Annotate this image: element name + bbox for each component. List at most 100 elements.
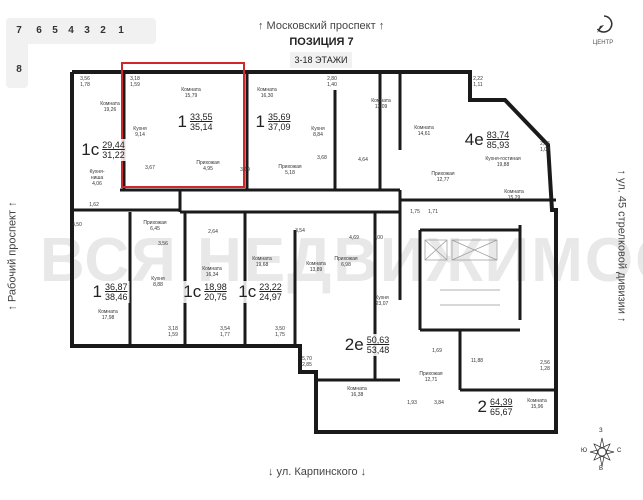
apartment-type: 1с	[81, 140, 100, 159]
living-area: 29,44	[102, 140, 125, 150]
room-label: Прихожая 12,77	[431, 171, 455, 183]
room-label: Прихожая 6,98	[334, 256, 358, 268]
compass-s: В	[599, 466, 604, 472]
total-area: 35,14	[189, 122, 213, 132]
room-label: Комната 14,61	[414, 125, 434, 137]
room-label: Комната 17,98	[98, 309, 118, 321]
apartment-type: 1	[92, 282, 102, 301]
room-label: 3,54	[295, 228, 305, 234]
floor-7[interactable]: 7	[16, 25, 22, 36]
room-label: 3,69	[240, 167, 250, 173]
selected-apartment-outline	[121, 62, 245, 188]
rotate-icon	[596, 15, 613, 33]
room-label: 1,69	[432, 348, 442, 354]
compass-n: З	[599, 428, 603, 434]
floor-8[interactable]: 8	[16, 64, 22, 75]
total-area: 20,75	[204, 292, 227, 302]
room-label: Кухня 8,88	[151, 276, 165, 288]
page-title: ПОЗИЦИЯ 7	[289, 36, 354, 48]
room-label: 3,68	[317, 155, 327, 161]
room-label: Комната 19,68	[252, 256, 272, 268]
total-area: 24,97	[259, 292, 282, 302]
room-label: 3,56 1,78	[80, 76, 90, 88]
room-label: 2,56 1,28	[540, 360, 550, 372]
room-label: 3,50 1,75	[275, 326, 285, 338]
room-label: Прихожая 12,71	[419, 371, 443, 383]
floor-3[interactable]: 3	[84, 25, 90, 36]
watermark: ВСЯ НЕДВИЖИМОСТЬ	[40, 226, 643, 295]
living-area: 50,63	[366, 335, 390, 345]
living-area: 83,74	[486, 130, 510, 140]
floor-row-bg	[6, 18, 156, 44]
living-area: 35,69	[267, 112, 291, 122]
living-area: 23,22	[259, 282, 282, 292]
room-label: Кухня-гостиная 19,88	[485, 156, 521, 168]
compass-e: С	[617, 448, 622, 454]
room-label: 2,00	[373, 235, 383, 241]
center-button[interactable]	[594, 14, 614, 36]
compass: З В Ю С	[581, 428, 622, 472]
floor-col-bg	[6, 18, 28, 88]
floor-4[interactable]: 4	[68, 25, 74, 36]
room-label: Прихожая 4,95	[196, 160, 220, 172]
room-label: 3,18 1,59	[168, 326, 178, 338]
room-label: Комната 13,89	[306, 261, 326, 273]
room-label: Комната 15,96	[527, 398, 547, 410]
room-label: Прихожая 5,18	[278, 164, 302, 176]
room-label: 2,16 1,08	[540, 141, 550, 153]
room-label: 5,70 2,85	[302, 356, 312, 368]
apartment-type: 1	[255, 112, 265, 131]
room-label: 1,62	[89, 202, 99, 208]
room-label: 2,22 1,11	[473, 76, 483, 88]
room-label: 1,75	[410, 209, 420, 215]
room-label: Комната 15,79	[181, 87, 201, 99]
center-label: ЦЕНТР	[592, 40, 614, 46]
room-label: Комната 13,09	[371, 98, 391, 110]
compass-w: Ю	[581, 448, 588, 454]
room-label: Комната 16,34	[202, 266, 222, 278]
room-label: Прихожая 6,45	[143, 220, 167, 232]
floor-6[interactable]: 6	[36, 25, 42, 36]
room-label: 3,84	[434, 400, 444, 406]
living-area: 64,39	[489, 397, 513, 407]
room-label: Комната 16,30	[257, 87, 277, 99]
room-label: 3,67	[145, 165, 155, 171]
room-label: Комната 15,29	[504, 189, 524, 201]
apartment-type: 4е	[464, 130, 484, 149]
room-label: Кухня 23,07	[375, 295, 389, 307]
compass-rose-icon	[589, 437, 615, 467]
street-top: ↑ Московский проспект ↑	[258, 20, 385, 32]
apartment-type: 1	[177, 112, 187, 131]
total-area: 65,67	[489, 407, 513, 417]
room-label: 4,64	[358, 157, 368, 163]
floor-2[interactable]: 2	[100, 25, 106, 36]
apartment-type: 1с	[238, 282, 257, 301]
total-area: 37,09	[267, 122, 291, 132]
room-label: Комната 19,26	[100, 101, 120, 113]
room-label: Кухня- ниша 4,06	[89, 169, 105, 187]
room-label: Комната 16,38	[347, 386, 367, 398]
floor-5[interactable]: 5	[52, 25, 58, 36]
room-label: 11,88	[470, 358, 484, 364]
room-label: 1,93	[407, 400, 417, 406]
street-bottom: ↓ ул. Карпинского ↓	[268, 466, 367, 478]
room-label: 4,69	[349, 235, 359, 241]
living-area: 18,98	[204, 282, 227, 292]
total-area: 53,48	[366, 345, 390, 355]
room-label: 3,18 1,59	[130, 76, 140, 88]
room-label: 4,50	[72, 222, 82, 228]
room-label: Кухня 9,14	[133, 126, 147, 138]
apartment-type: 2е	[344, 335, 364, 354]
room-label: 3,56	[158, 241, 168, 247]
floor-1[interactable]: 1	[118, 25, 124, 36]
